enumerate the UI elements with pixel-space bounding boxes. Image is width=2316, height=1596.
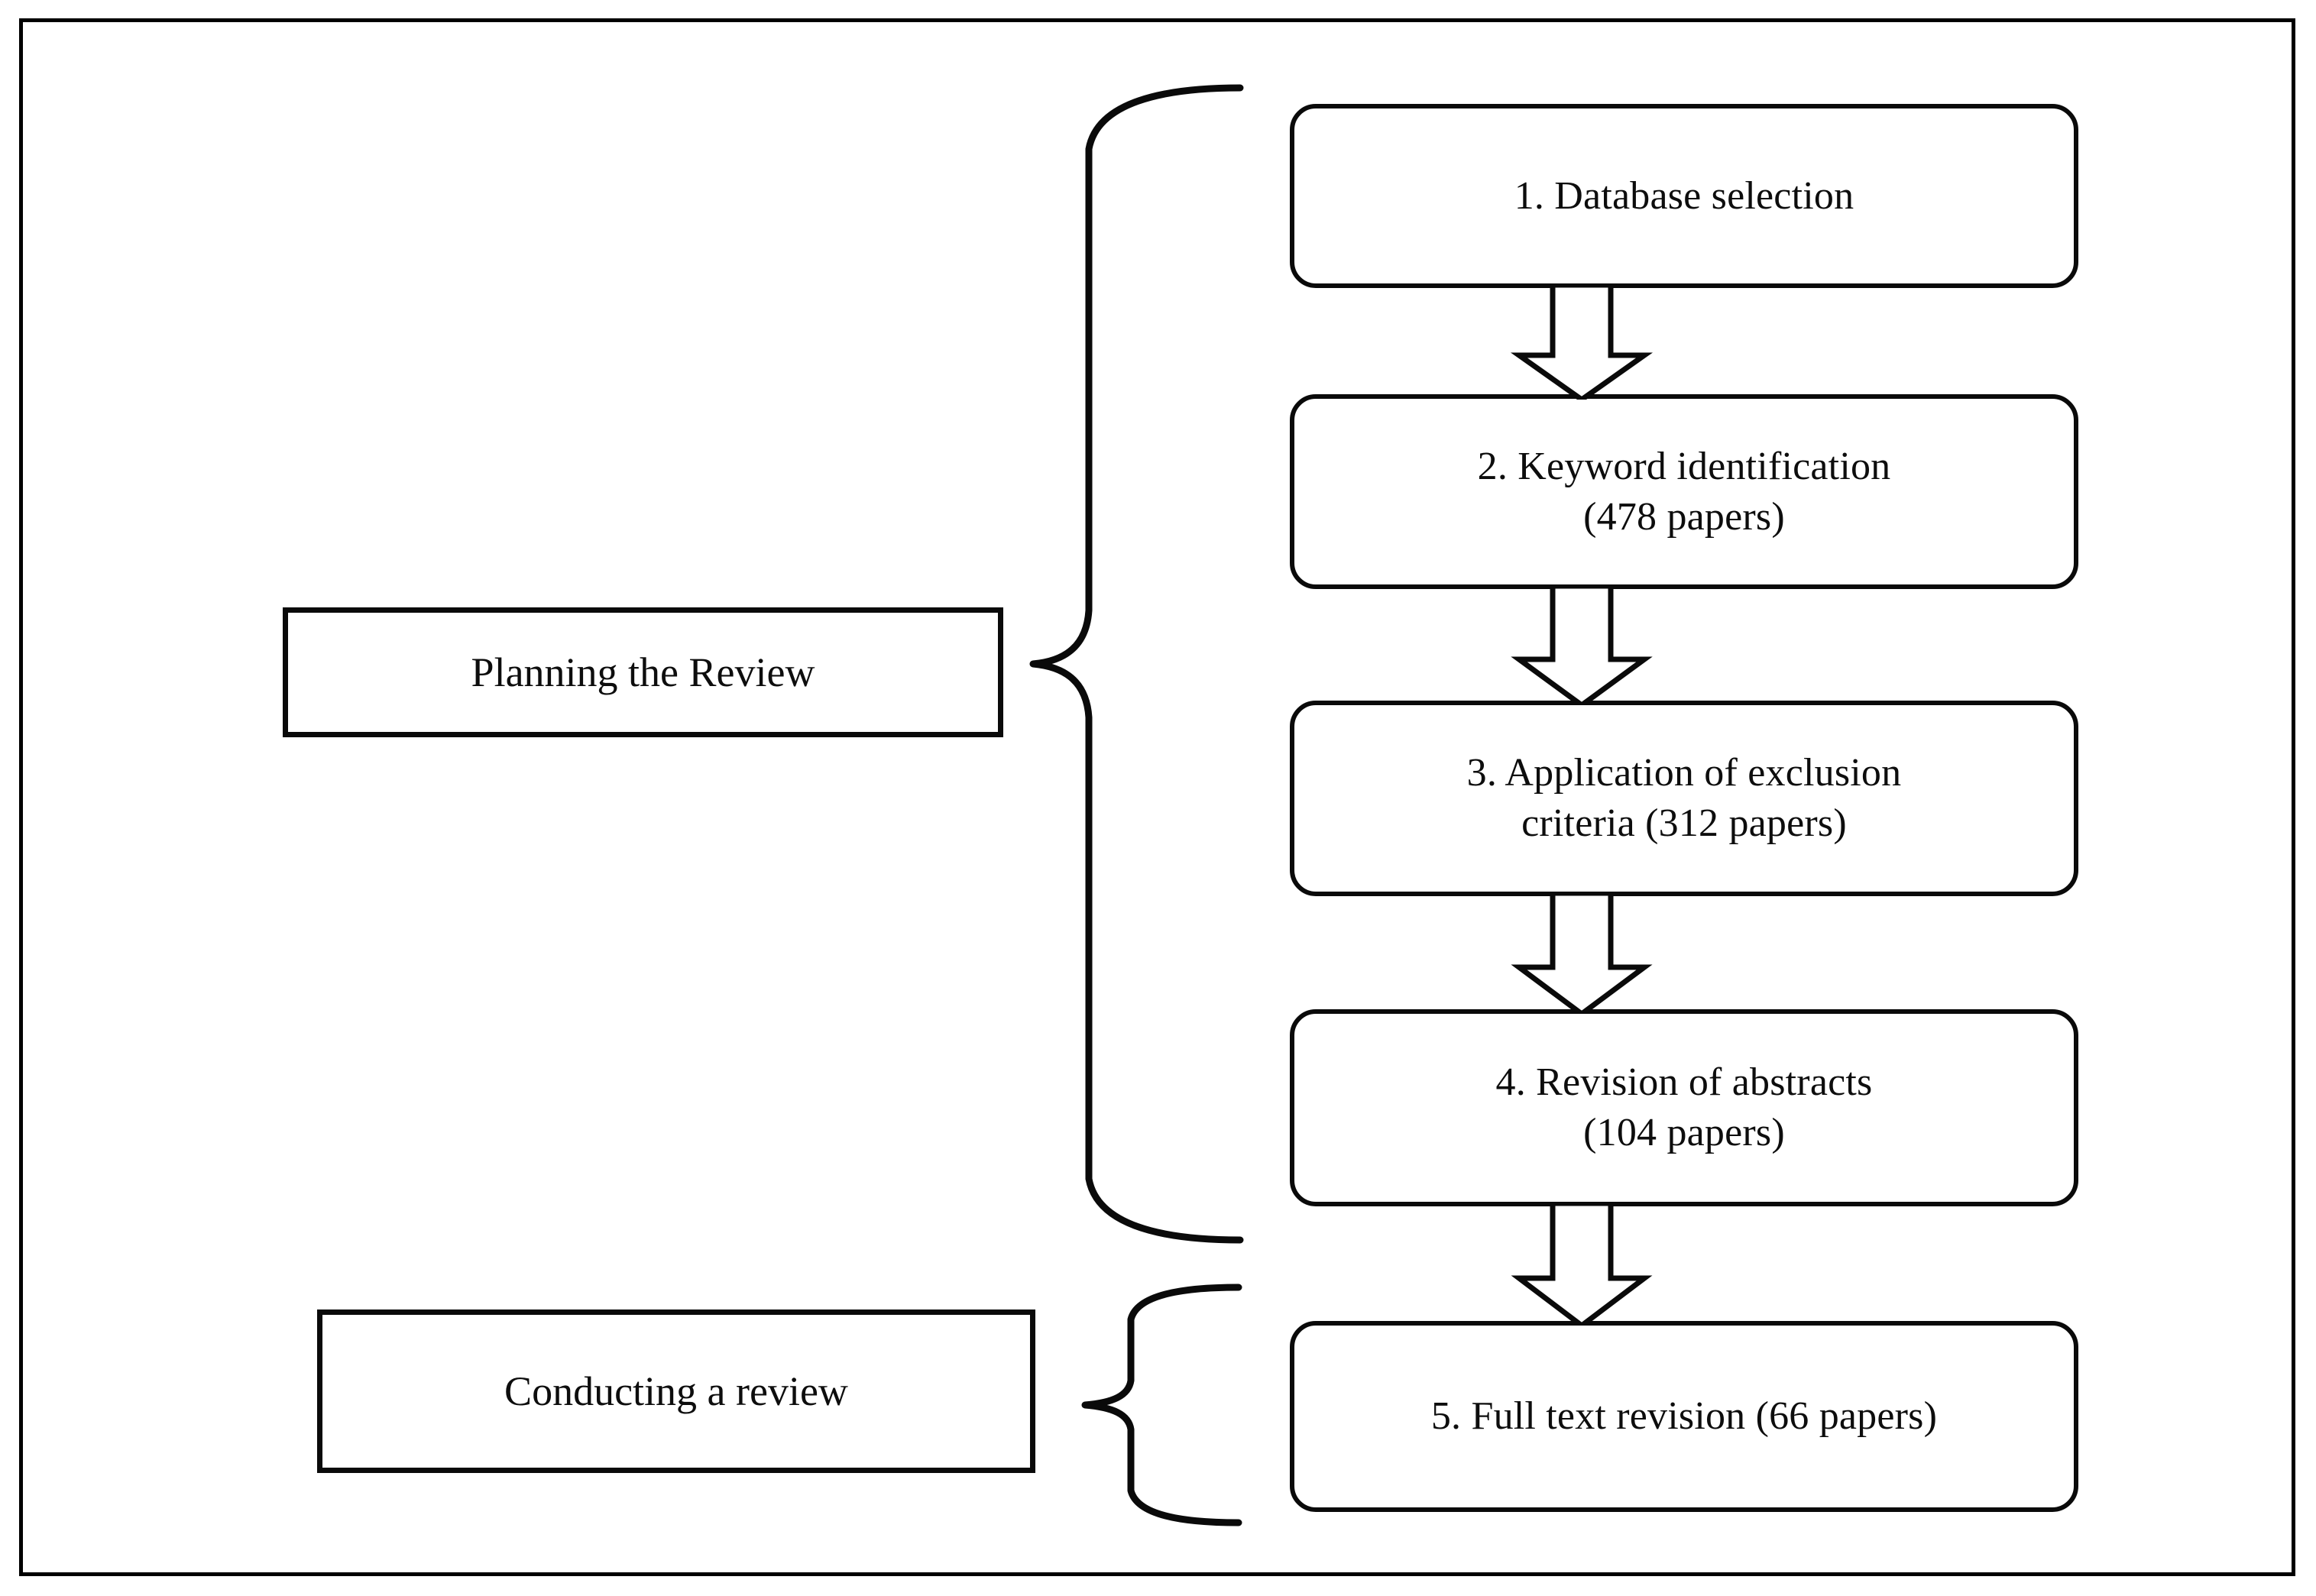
process-step-box-2[interactable]: 2. Keyword identification (478 papers) (1290, 394, 2078, 589)
process-step-box-3[interactable]: 3. Application of exclusion criteria (31… (1290, 701, 2078, 896)
process-step-1-text: 1. Database selection (1514, 173, 1854, 218)
process-step-box-5[interactable]: 5. Full text revision (66 papers) (1290, 1321, 2078, 1512)
process-step-4-text: 4. Revision of abstracts (104 papers) (1495, 1060, 1873, 1154)
down-block-arrow-icon-3-4 (1505, 893, 1658, 1014)
phase-label-box-conducting[interactable]: Conducting a review (317, 1309, 1035, 1473)
process-step-box-1[interactable]: 1. Database selection (1290, 104, 2078, 288)
curly-brace-icon-conducting (1082, 1283, 1239, 1527)
down-block-arrow-icon-1-2 (1505, 285, 1658, 400)
process-step-3-text: 3. Application of exclusion criteria (31… (1466, 751, 1902, 845)
phase-label-conducting-text: Conducting a review (504, 1368, 848, 1414)
process-step-box-4[interactable]: 4. Revision of abstracts (104 papers) (1290, 1009, 2078, 1206)
process-step-2-text: 2. Keyword identification (478 papers) (1477, 444, 1891, 539)
phase-label-box-planning[interactable]: Planning the Review (283, 607, 1003, 737)
process-step-5-text: 5. Full text revision (66 papers) (1430, 1394, 1938, 1439)
figure-border-frame: Planning the Review Conducting a review … (19, 18, 2295, 1576)
down-block-arrow-icon-2-3 (1505, 586, 1658, 705)
down-block-arrow-icon-4-5 (1505, 1203, 1658, 1326)
phase-label-planning-text: Planning the Review (471, 649, 815, 695)
curly-brace-icon-planning (1030, 83, 1240, 1245)
